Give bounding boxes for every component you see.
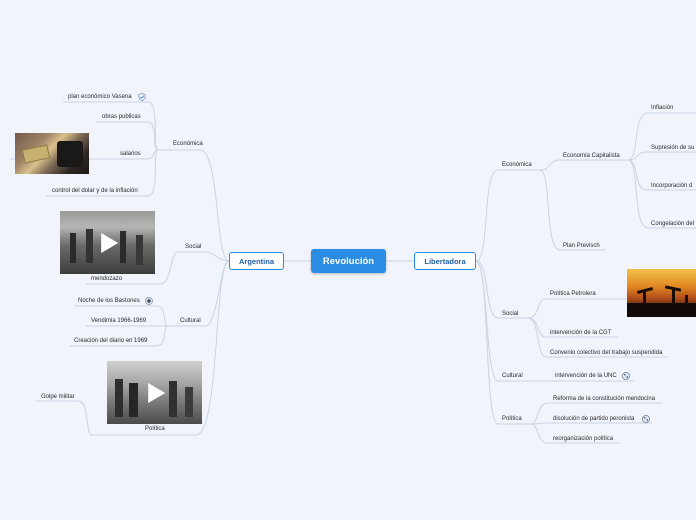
lib-politica[interactable]: Política [502,416,522,422]
arg-pol-item-golpe[interactable]: Golpe militar [41,394,75,400]
arg-eco-item-vasena[interactable]: plan económico Vasena [68,94,132,100]
lib-cap-item-inflacion[interactable]: Inflación [651,105,674,111]
lib-cap-item-supresion[interactable]: Supresión de su [651,145,695,151]
lib-pol-item-reforma[interactable]: Reforma de la constitución mendocina [553,396,656,402]
petrolera-image[interactable] [627,269,696,317]
lib-cap-item-incorporacion[interactable]: Incorporación d [651,183,693,189]
politica-video-thumbnail[interactable] [107,361,202,424]
info-icon [145,297,153,305]
topic-libertadora[interactable]: Libertadora [414,252,476,270]
lib-soc-item-petrolera[interactable]: Política Petrolera [550,291,596,297]
lib-cap-item-congelacion[interactable]: Congelación del [651,221,695,227]
globe-icon [622,372,630,380]
play-icon[interactable] [100,232,118,253]
arg-economica[interactable]: Económica [173,141,203,147]
globe-icon [642,415,650,423]
lib-social[interactable]: Social [502,311,519,317]
lib-economica[interactable]: Económica [502,162,532,168]
lib-eco-previsch[interactable]: Plan Previsch [563,243,600,249]
arg-social-item-mendozazo[interactable]: mendozazo [91,276,123,282]
lib-pol-item-reorganizacion[interactable]: reorganización política [553,436,614,442]
arg-social[interactable]: Social [185,244,202,250]
lib-soc-item-convenio[interactable]: Convenio colectivo del trabajo suspendid… [550,350,663,356]
arg-cult-item-vendimia[interactable]: Vendimia 1966-1969 [91,318,147,324]
central-topic[interactable]: Revolución [311,249,386,273]
arg-eco-item-control[interactable]: control del dolar y de la inflación [52,188,138,194]
topic-argentina[interactable]: Argentina [229,252,284,270]
lib-eco-capitalista[interactable]: Economía Capitalista [563,153,620,159]
lib-pol-item-disolucion[interactable]: disolución de partido peronista [553,416,635,422]
arg-eco-item-salarios[interactable]: salarios [120,151,141,157]
arg-politica[interactable]: Política [145,426,165,432]
arg-cult-item-diario[interactable]: Creación del diario en 1969 [74,338,148,344]
lib-cultural[interactable]: Cultural [502,373,523,379]
lib-soc-item-cgt[interactable]: intervención de la CGT [550,330,612,336]
mendozazo-video-thumbnail[interactable] [60,211,155,274]
arg-cultural[interactable]: Cultural [180,318,201,324]
salarios-image[interactable] [15,133,89,174]
play-icon[interactable] [147,382,165,403]
arg-eco-item-obras[interactable]: obras publicas [102,114,141,120]
lib-cult-item-unc[interactable]: intervención de la UNC [555,373,617,379]
arg-cult-item-bastones[interactable]: Noche de los Bastones [78,298,140,304]
shield-icon [138,93,146,101]
